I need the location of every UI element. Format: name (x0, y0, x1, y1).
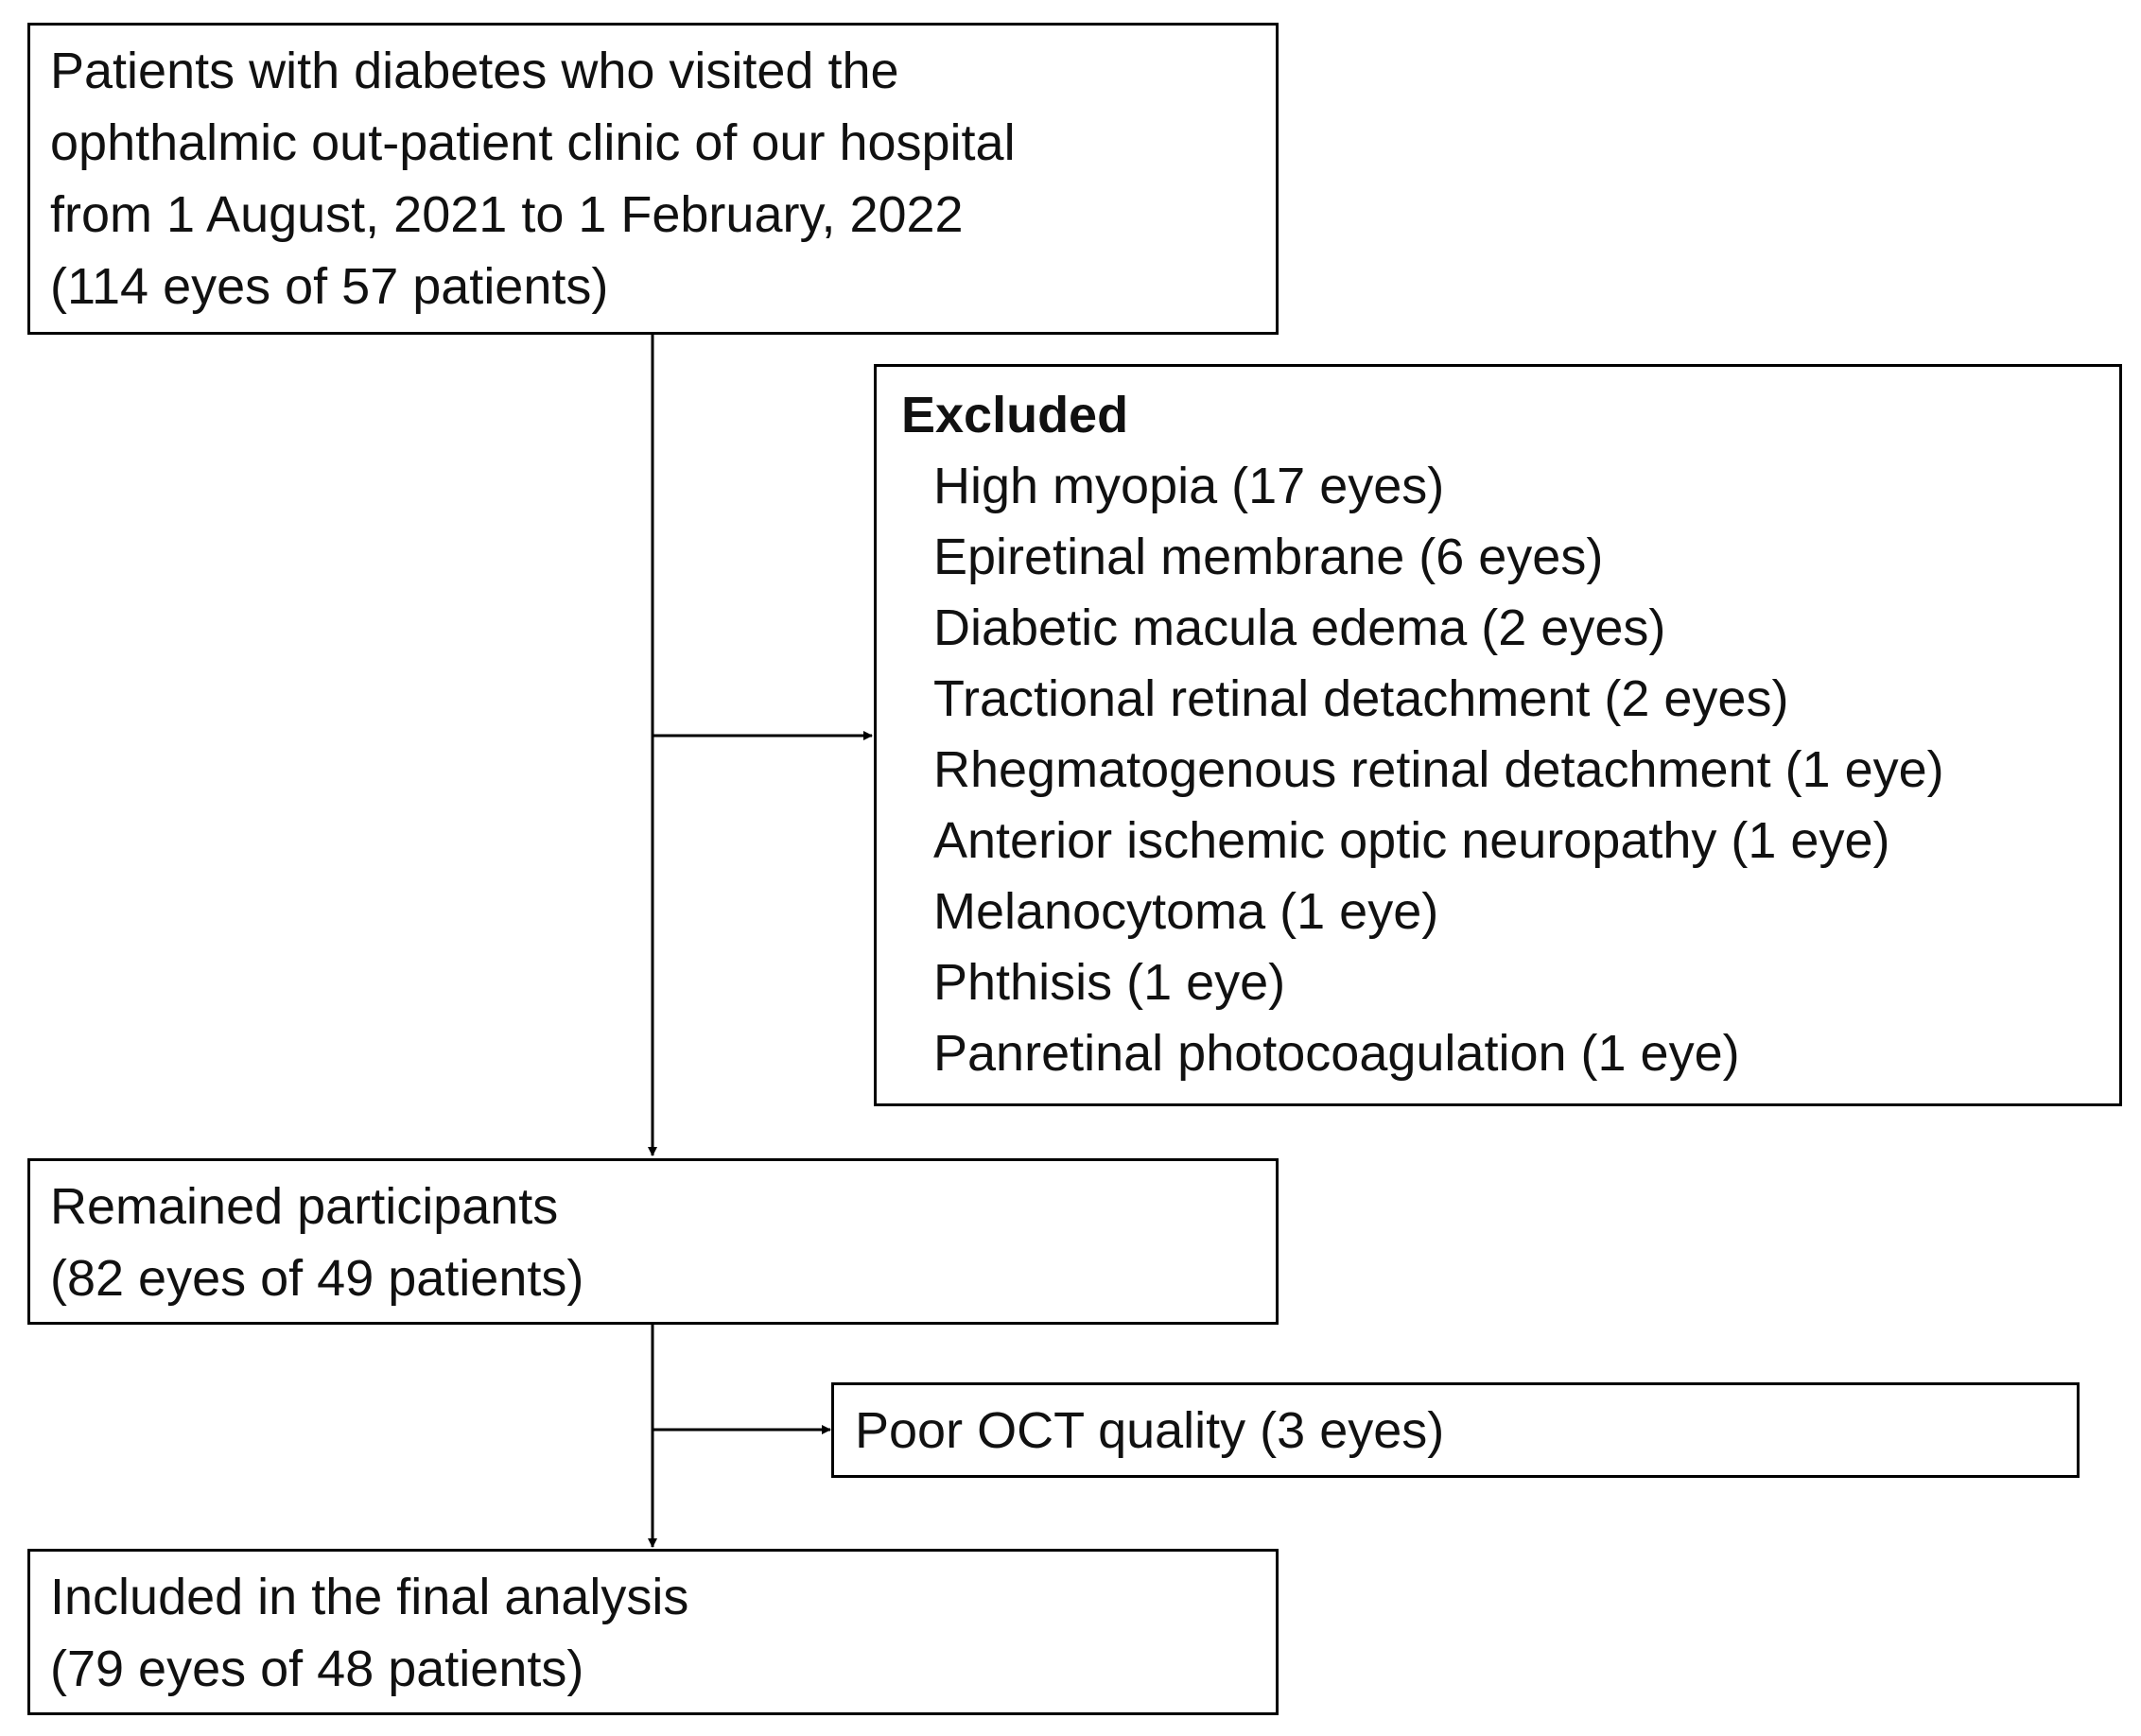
poor-oct-quality-box: Poor OCT quality (3 eyes) (831, 1382, 2080, 1478)
excluded-item: Rhegmatogenous retinal detachment (1 eye… (933, 741, 1944, 798)
start-line-3: from 1 August, 2021 to 1 February, 2022 (50, 186, 964, 243)
excluded-item: Tractional retinal detachment (2 eyes) (933, 670, 1789, 727)
excluded-box: Excluded High myopia (17 eyes) Epiretina… (874, 364, 2122, 1106)
start-line-2: ophthalmic out-patient clinic of our hos… (50, 114, 1016, 171)
start-line-1: Patients with diabetes who visited the (50, 43, 899, 99)
final-line-1: Included in the final analysis (50, 1569, 689, 1625)
excluded-item: Anterior ischemic optic neuropathy (1 ey… (933, 812, 1890, 869)
excluded-item: High myopia (17 eyes) (933, 458, 1445, 514)
start-line-4: (114 eyes of 57 patients) (50, 258, 609, 315)
excluded-item: Panretinal photocoagulation (1 eye) (933, 1025, 1740, 1082)
excluded-item: Phthisis (1 eye) (933, 954, 1286, 1011)
poor-quality-label: Poor OCT quality (3 eyes) (855, 1402, 1445, 1459)
final-analysis-box: Included in the final analysis (79 eyes … (27, 1549, 1279, 1715)
remained-line-2: (82 eyes of 49 patients) (50, 1250, 584, 1307)
start-population-box: Patients with diabetes who visited the o… (27, 23, 1279, 335)
excluded-title: Excluded (901, 387, 1129, 443)
remained-line-1: Remained participants (50, 1178, 559, 1235)
final-line-2: (79 eyes of 48 patients) (50, 1641, 584, 1697)
excluded-item: Epiretinal membrane (6 eyes) (933, 529, 1604, 585)
remained-participants-box: Remained participants (82 eyes of 49 pat… (27, 1158, 1279, 1325)
excluded-item: Melanocytoma (1 eye) (933, 883, 1439, 940)
excluded-item: Diabetic macula edema (2 eyes) (933, 599, 1666, 656)
